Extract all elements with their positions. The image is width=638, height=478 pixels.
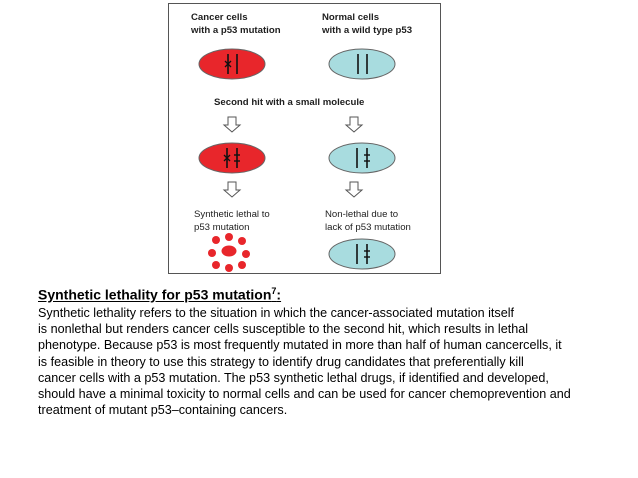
outcome-cancer-line2: p53 mutation [194,222,250,233]
arrow-down-icon [222,116,242,133]
arrow-down-icon [222,181,242,198]
cell-fragment [238,237,246,245]
cell-fragment [225,264,233,272]
normal-cell-initial [328,48,396,80]
mutation-mark-icon [224,60,232,68]
outcome-normal-line2: lack of p53 mutation [325,222,411,233]
cell-fragment [225,233,233,241]
header-normal-line2: with a wild type p53 [322,25,413,36]
cancer-cell-initial [198,48,266,80]
header-normal-line1: Normal cells [322,12,380,23]
caption-superscript: 7 [271,286,277,296]
header-cancer-line2: with a p53 mutation [191,25,281,36]
arrow-down-icon [344,181,364,198]
cell-fragment [208,249,216,257]
normal-cell-surviving [328,238,396,270]
figure-graphics [198,48,396,272]
cell-fragment [221,245,237,257]
caption-title: Synthetic lethality for p53 mutation [38,286,272,303]
caption-body: Synthetic lethality refers to the situat… [38,305,571,418]
outcome-cancer-line1: Synthetic lethal to [194,209,270,220]
cell-fragment [238,261,246,269]
mutation-mark-icon [223,154,231,162]
caption: Synthetic lethality for p53 mutation7: S… [38,286,598,419]
caption-title-line: Synthetic lethality for p53 mutation7: [38,286,598,303]
caption-title-suffix: : [276,286,282,303]
cell-fragment [212,236,220,244]
outcome-normal-line1: Non-lethal due to [325,209,399,220]
header-cancer-line1: Cancer cells [191,12,248,23]
cell-fragment [242,250,250,258]
arrow-down-icon [344,116,364,133]
second-hit-label: Second hit with a small molecule [214,97,365,108]
p53-synthetic-lethality-figure: Cancer cells with a p53 mutation Normal … [168,3,441,274]
cancer-cell-second-hit [198,142,266,174]
normal-cell-second-hit [328,142,396,174]
cell-fragment [212,261,220,269]
